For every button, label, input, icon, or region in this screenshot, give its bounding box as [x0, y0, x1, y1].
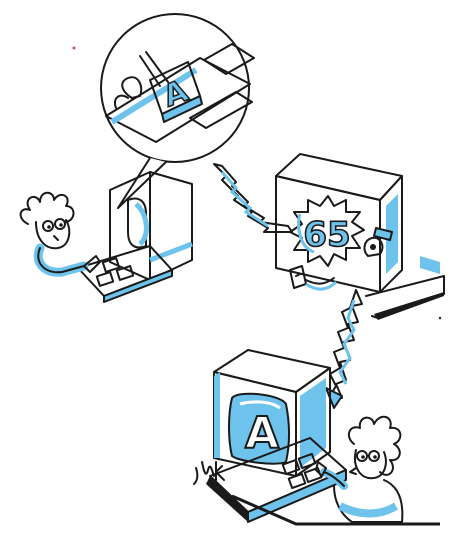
- print-speck: [439, 317, 441, 319]
- computer-unit: 65: [276, 154, 444, 320]
- code-starburst: 65: [290, 196, 364, 266]
- left-person: [21, 193, 100, 272]
- print-speck: [73, 47, 76, 50]
- signal-zigzag-bottom: [326, 290, 362, 408]
- signal-zigzag-top: [214, 164, 292, 232]
- code-value: 65: [303, 215, 350, 255]
- bottom-person: [316, 417, 402, 522]
- bottom-terminal: A: [206, 350, 440, 524]
